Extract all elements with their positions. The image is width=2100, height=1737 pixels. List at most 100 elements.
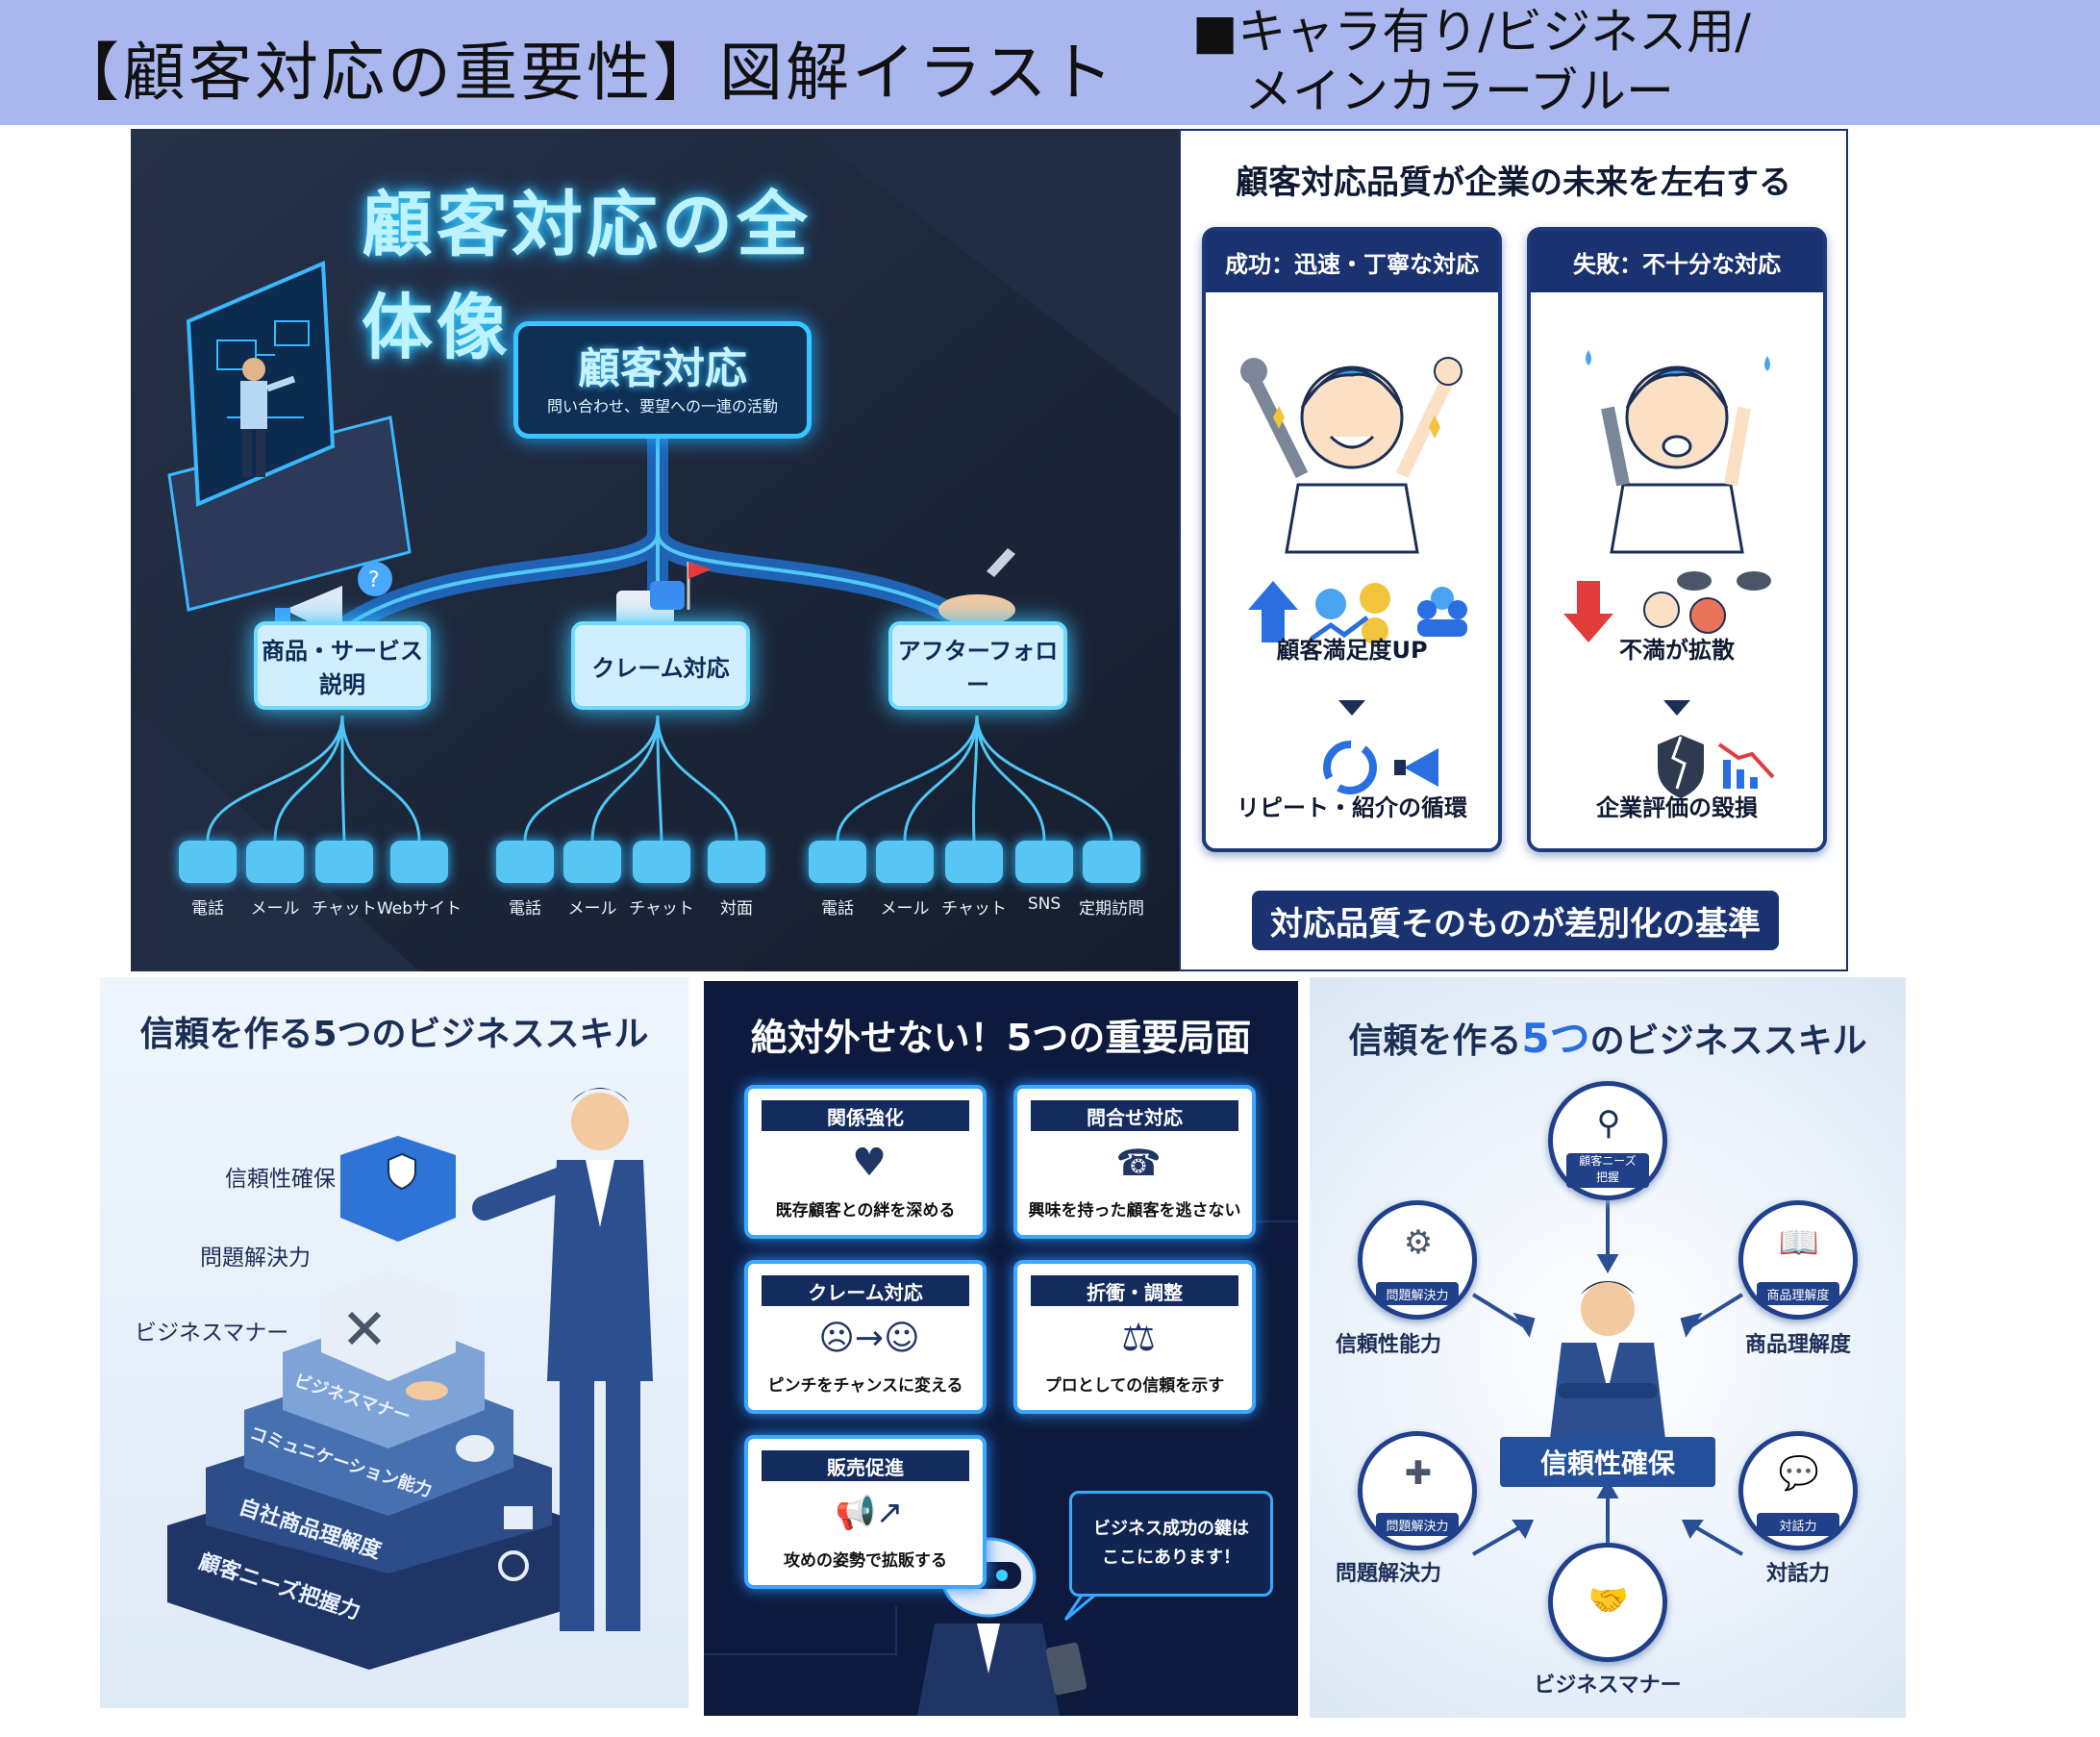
svg-text:?: ? bbox=[368, 568, 380, 592]
mail-icon bbox=[246, 841, 304, 883]
scene-desc: プロとしての信頼を示す bbox=[1044, 1376, 1225, 1396]
arrow-down-icon bbox=[1563, 581, 1613, 642]
channel-label: 電話 bbox=[191, 899, 224, 919]
scene-card-negotiation: 折衝・調整 ⚖ プロとしての信頼を示す bbox=[1013, 1260, 1256, 1414]
channel-label: Webサイト bbox=[376, 899, 462, 919]
channel-label: チャット bbox=[312, 899, 377, 919]
scene-desc: 攻めの姿勢で拡販する bbox=[784, 1551, 947, 1571]
node-band-line2: 把握 bbox=[1595, 1171, 1619, 1184]
scale-icon: ⚖ bbox=[1121, 1316, 1156, 1360]
magnifier-icon: ⚲ bbox=[1596, 1104, 1621, 1143]
down-triangle-icon bbox=[1338, 700, 1365, 716]
handshake-icon bbox=[938, 548, 1015, 625]
center-box-subtitle: 問い合わせ、要望への一連の活動 bbox=[546, 397, 778, 415]
scene-card-sales: 販売促進 📢↗ 攻めの姿勢で拡販する bbox=[744, 1435, 987, 1589]
scene-header: 問合せ対応 bbox=[1031, 1100, 1238, 1131]
angry-to-happy-icon: ☹→☺ bbox=[818, 1318, 920, 1358]
chat-icon bbox=[633, 841, 690, 883]
failure-caption-1: 不満が拡散 bbox=[1619, 637, 1735, 664]
branch-box-explain: 商品・サービス説明 bbox=[254, 621, 431, 710]
magnifier-person-icon bbox=[498, 1550, 529, 1581]
node-reliability: ⚙ 問題解決力 bbox=[1358, 1200, 1477, 1320]
center-box-title: 顧客対応 bbox=[578, 344, 747, 393]
scenes-title: 絶対外せない！5つの重要局面 bbox=[750, 1017, 1252, 1059]
node-band: 問題解決力 bbox=[1376, 1513, 1459, 1536]
header-note-line1: ■キャラ有り/ビジネス用/ bbox=[1192, 4, 1751, 60]
chat-icon bbox=[315, 841, 373, 883]
success-caption-2: リピート・紹介の循環 bbox=[1237, 794, 1467, 821]
mail-icon bbox=[876, 841, 934, 883]
happy-person-icon bbox=[1240, 357, 1462, 554]
scene-header: クレーム対応 bbox=[762, 1275, 969, 1306]
header-bar: 【顧客対応の重要性】図解イラスト ■キャラ有り/ビジネス用/ メインカラーブルー bbox=[0, 0, 2100, 125]
handshake-card-icon: 🤝 bbox=[1588, 1581, 1630, 1620]
panel-skills-hub: 信頼を作る5つのビジネススキル 信頼性確保 ⚲ 顧客ニーズ把握 ⚙ 問題解決力 … bbox=[1310, 977, 1906, 1718]
node-dialogue: 💬 対話力 bbox=[1738, 1431, 1858, 1550]
scene-card-relationship: 関係強化 ♥ 既存顧客との絆を深める bbox=[744, 1085, 987, 1239]
pyramid-title: 信頼を作る5つのビジネススキル bbox=[139, 1015, 649, 1054]
node-label: 信頼性能力 bbox=[1335, 1333, 1441, 1357]
channel-lines bbox=[206, 715, 1113, 842]
worried-person-icon bbox=[1586, 350, 1770, 554]
scene-header: 販売促進 bbox=[762, 1450, 969, 1481]
scene-desc: 既存顧客との絆を深める bbox=[775, 1201, 956, 1221]
presenter-illustration bbox=[167, 261, 412, 612]
node-label: 問題解決力 bbox=[1335, 1562, 1441, 1586]
businessman-center-illustration bbox=[1550, 1281, 1665, 1439]
node-label: ビジネスマナー bbox=[1534, 1674, 1682, 1698]
failure-card: 失敗：不十分な対応 不満が拡散 企業評価の毀損 bbox=[1527, 227, 1827, 852]
scene-card-claim: クレーム対応 ☹→☺ ピンチをチャンスに変える bbox=[744, 1260, 987, 1414]
book-icon bbox=[504, 1506, 533, 1529]
quality-title: 顧客対応品質が企業の未来を左右する bbox=[1236, 164, 1791, 202]
side-label-manners: ビジネスマナー bbox=[135, 1321, 289, 1346]
channel-label: メール bbox=[250, 899, 300, 919]
hub-title: 信頼を作る5つのビジネススキル bbox=[1310, 1006, 1906, 1065]
overview-title: 顧客対応の全体像 bbox=[362, 184, 812, 369]
failure-caption-2: 企業評価の毀損 bbox=[1596, 794, 1758, 821]
node-band: 対話力 bbox=[1757, 1513, 1839, 1536]
scene-desc: 興味を持った顧客を逃さない bbox=[1028, 1201, 1241, 1221]
location-pin-icon bbox=[1083, 841, 1140, 883]
handshake-icon bbox=[406, 1381, 448, 1400]
pyramid-graphic bbox=[167, 1088, 653, 1670]
hub-title-pre: 信頼を作る bbox=[1348, 1021, 1522, 1061]
puzzle-tools-icon: ✚ bbox=[1404, 1454, 1433, 1493]
unhappy-faces-icon bbox=[1643, 571, 1771, 634]
speech-bubble: ビジネス成功の鍵は ここにあります！ bbox=[1069, 1491, 1273, 1597]
chat-bubbles-icon: 💬 bbox=[1778, 1454, 1820, 1493]
node-label: 商品理解度 bbox=[1744, 1333, 1851, 1357]
heart-handshake-icon: ♥ bbox=[852, 1141, 887, 1185]
success-illustration bbox=[1240, 357, 1467, 794]
phone-icon bbox=[496, 841, 554, 883]
people-group-icon bbox=[1417, 587, 1467, 637]
arrow-up-icon bbox=[1248, 581, 1298, 642]
node-needs: ⚲ 顧客ニーズ把握 bbox=[1548, 1081, 1667, 1200]
book-icon: 📖 bbox=[1778, 1223, 1820, 1262]
quality-bottom-banner: 対応品質そのものが差別化の基準 bbox=[1252, 891, 1779, 950]
failure-illustration bbox=[1563, 350, 1775, 798]
gear-wrench-icon: ⚙ bbox=[1403, 1223, 1434, 1262]
bubble-line2: ここにあります！ bbox=[1102, 1548, 1240, 1568]
branch-box-after: アフターフォロー bbox=[888, 621, 1067, 710]
channel-label: チャット bbox=[629, 899, 694, 919]
tools-icon bbox=[347, 1311, 382, 1346]
node-label: 対話力 bbox=[1765, 1562, 1830, 1586]
side-label-trust: 信頼性確保 bbox=[225, 1167, 336, 1192]
scene-desc: ピンチをチャンスに変える bbox=[767, 1376, 963, 1396]
page-title: 【顧客対応の重要性】図解イラスト bbox=[56, 36, 1116, 110]
broken-shield-icon bbox=[1658, 735, 1704, 798]
branch-box-claim: クレーム対応 bbox=[571, 621, 750, 710]
hub-title-num: 5つ bbox=[1521, 1015, 1590, 1062]
bubble-line1: ビジネス成功の鍵は bbox=[1093, 1519, 1249, 1539]
node-band: 問題解決力 bbox=[1376, 1282, 1459, 1305]
cycle-arrows-icon bbox=[1323, 741, 1377, 794]
panel-overview: ? 顧客対応の全体像 顧客対応 問い合わせ、要望への一連の活動 商品・サービス説… bbox=[131, 129, 1181, 971]
panel-skills-pyramid: 信頼を作る5つのビジネススキル 顧客ニーズ把握力 自社商品理解度 コミュニケーシ… bbox=[100, 977, 688, 1708]
hub-center-ribbon: 信頼性確保 bbox=[1500, 1437, 1715, 1487]
channel-label: チャット bbox=[941, 899, 1007, 919]
megaphone-small-icon bbox=[1394, 748, 1438, 787]
failure-header: 失敗：不十分な対応 bbox=[1531, 231, 1823, 292]
channel-label: メール bbox=[880, 899, 930, 919]
channel-label: 電話 bbox=[821, 899, 854, 919]
channel-label: SNS bbox=[1027, 894, 1062, 914]
